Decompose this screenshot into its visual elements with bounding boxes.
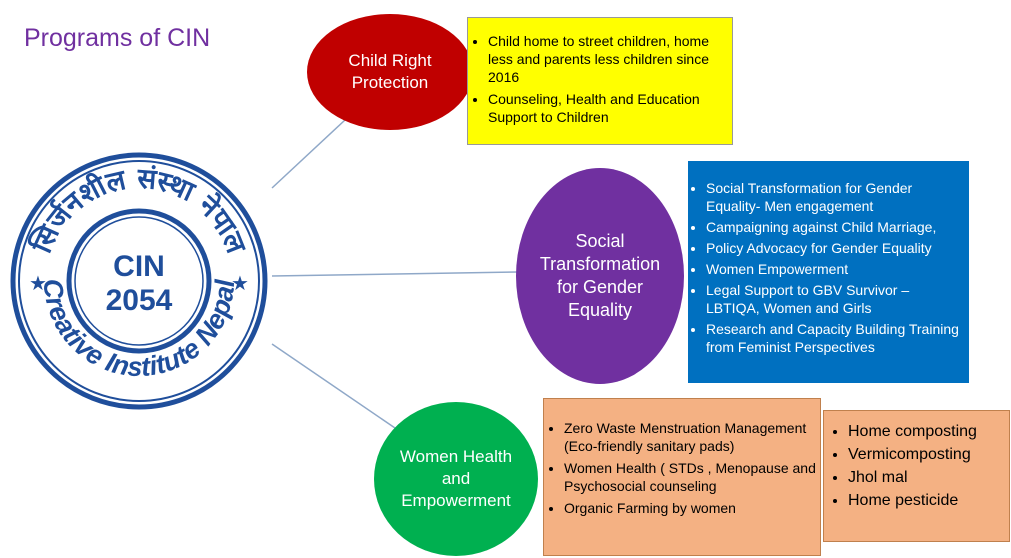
connector-women-health <box>271 343 396 429</box>
list-item: Research and Capacity Building Training … <box>706 320 965 356</box>
seal-center-year: 2054 <box>106 284 173 317</box>
program-name: Social Transformation for Gender Equalit… <box>539 231 661 320</box>
list-item: Home pesticide <box>848 490 1005 512</box>
connector-gender-equality <box>271 271 519 277</box>
list-item: Jhol mal <box>848 467 1005 489</box>
program-women-health-node: Women Health and Empowerment <box>374 402 538 556</box>
list-item: Home composting <box>848 421 1005 443</box>
list-item: Child home to street children, home less… <box>488 32 728 86</box>
list-item: Women Health ( STDs , Menopause and Psyc… <box>564 459 816 495</box>
connector-child-rights <box>271 119 346 189</box>
cin-seal-logo: सिर्जनशील संस्था नेपाल Creative Institut… <box>10 152 268 410</box>
gender-equality-details: Social Transformation for Gender Equalit… <box>688 161 969 383</box>
list-item: Counseling, Health and Education Support… <box>488 90 728 126</box>
program-child-right-protection-node: Child Right Protection <box>307 14 473 130</box>
list-item: Vermicomposting <box>848 444 1005 466</box>
program-gender-equality-node: Social Transformation for Gender Equalit… <box>516 168 684 384</box>
seal-star-right: ★ <box>231 273 249 295</box>
seal-center-cin: CIN <box>113 250 165 283</box>
seal-star-left: ★ <box>29 273 47 295</box>
program-name: Child Right Protection <box>348 51 432 92</box>
list-item: Zero Waste Menstruation Management (Eco-… <box>564 419 816 455</box>
list-item: Campaigning against Child Marriage, <box>706 218 965 236</box>
list-item: Social Transformation for Gender Equalit… <box>706 179 965 215</box>
child-right-protection-details: Child home to street children, home less… <box>467 17 733 145</box>
list-item: Policy Advocacy for Gender Equality <box>706 239 965 257</box>
women-health-details: Zero Waste Menstruation Management (Eco-… <box>543 398 821 556</box>
organic-farming-subpoints: Home composting Vermicomposting Jhol mal… <box>823 410 1010 542</box>
page-title: Programs of CIN <box>24 24 211 52</box>
list-item: Women Empowerment <box>706 260 965 278</box>
list-item: Organic Farming by women <box>564 499 816 517</box>
program-name: Women Health and Empowerment <box>399 447 513 510</box>
list-item: Legal Support to GBV Survivor – LBTIQA, … <box>706 281 965 317</box>
